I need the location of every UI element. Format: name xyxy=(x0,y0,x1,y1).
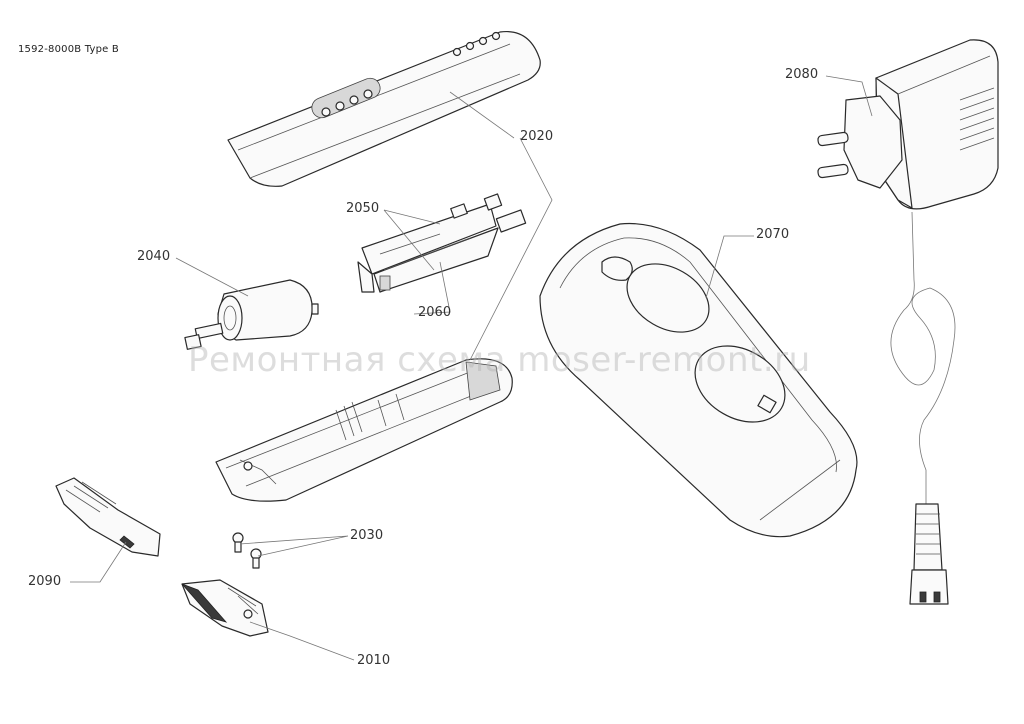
callout-2020: 2020 xyxy=(520,129,554,144)
callout-2030: 2030 xyxy=(350,528,384,543)
watermark-text: Ремонтная схема moser-remont.ru xyxy=(188,340,811,380)
callout-2080: 2080 xyxy=(785,67,819,82)
power-adapter-part xyxy=(817,39,999,605)
charging-stand-part xyxy=(539,222,858,538)
blade-set-part xyxy=(181,579,269,637)
callout-2050: 2050 xyxy=(346,201,380,216)
board-battery-part xyxy=(357,193,527,293)
attachment-comb-part xyxy=(55,477,161,557)
callout-2090: 2090 xyxy=(28,574,62,589)
screws-part xyxy=(232,532,262,569)
leader-lines xyxy=(70,75,873,661)
callout-2040: 2040 xyxy=(137,249,171,264)
callout-2070: 2070 xyxy=(756,227,790,242)
upper-housing-part xyxy=(227,30,541,187)
callout-2060: 2060 xyxy=(418,305,452,320)
model-header: 1592-8000B Type B xyxy=(18,44,119,55)
lower-housing-part xyxy=(215,358,513,502)
callout-2010: 2010 xyxy=(357,653,391,668)
motor-part xyxy=(184,279,319,350)
